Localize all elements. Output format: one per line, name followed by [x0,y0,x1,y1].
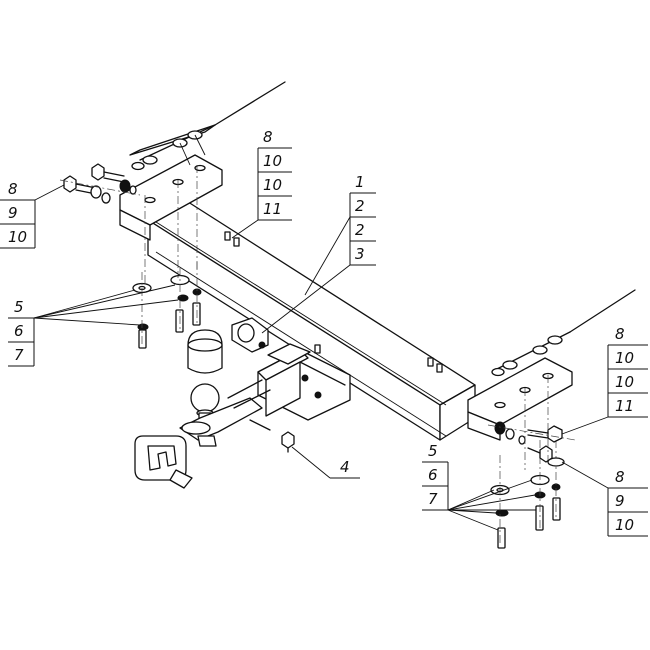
callout-right-upper: 8 10 10 11 [561,325,648,435]
receiver-tube [227,343,351,421]
callout-bottom-right-left: 5 6 7 [422,442,536,531]
callout-topleft-3: 10 [8,228,27,246]
callout-topleft: 8 9 10 [0,180,65,249]
callout-left-lower-3: 7 [14,346,24,364]
bolt-4 [281,431,295,453]
callout-topleft-1: 8 [8,180,18,198]
callout-topcenter-3: 10 [263,176,282,194]
socket-cover [134,435,193,489]
bolt-set-right-mid [487,421,576,467]
tow-ball [179,383,271,447]
callout-right-lower-1: 8 [615,468,625,486]
crossbeam [147,199,476,441]
callout-topcenter-2: 10 [263,152,282,170]
callout-center: 1 2 2 3 [261,173,376,334]
callout-right-lower: 8 9 10 [561,461,648,537]
callout-right-upper-2: 10 [615,349,634,367]
center-axes [59,165,549,470]
callout-right-upper-1: 8 [615,325,625,343]
flange-plate [231,317,269,353]
bolt-set-left-lower [132,262,202,349]
callout-right-upper-4: 11 [615,397,634,415]
callout-bolt-4: 4 [291,446,360,479]
wire-harness-left [131,81,286,171]
callout-center-3: 2 [355,221,365,239]
callout-center-1: 1 [355,173,365,191]
callout-topcenter-1: 8 [263,128,273,146]
wire-harness-right [491,289,636,377]
callout-right-upper-3: 10 [615,373,634,391]
callout-left-lower: 5 6 7 [8,284,179,367]
callout-right-lower-3: 10 [615,516,634,534]
callout-bottom-right-left-3: 7 [428,490,438,508]
callout-left-lower-1: 5 [14,298,24,316]
coupling-ball-cover [187,329,223,374]
bolt-set-right-lower [490,440,561,549]
callout-topleft-2: 9 [8,204,18,222]
beam-bolts [224,231,443,373]
bolt-set-topleft [63,163,137,204]
callout-center-4: 3 [355,245,365,263]
callout-right-lower-2: 9 [615,492,625,510]
callout-bottom-right-left-2: 6 [428,466,438,484]
callout-bottom-right-left-1: 5 [428,442,438,460]
callout-topcenter-4: 11 [263,200,282,218]
callout-topcenter: 8 10 10 11 [231,128,292,239]
callout-left-lower-2: 6 [14,322,24,340]
callout-center-2: 2 [355,197,365,215]
callout-bolt-4-label: 4 [340,458,350,476]
